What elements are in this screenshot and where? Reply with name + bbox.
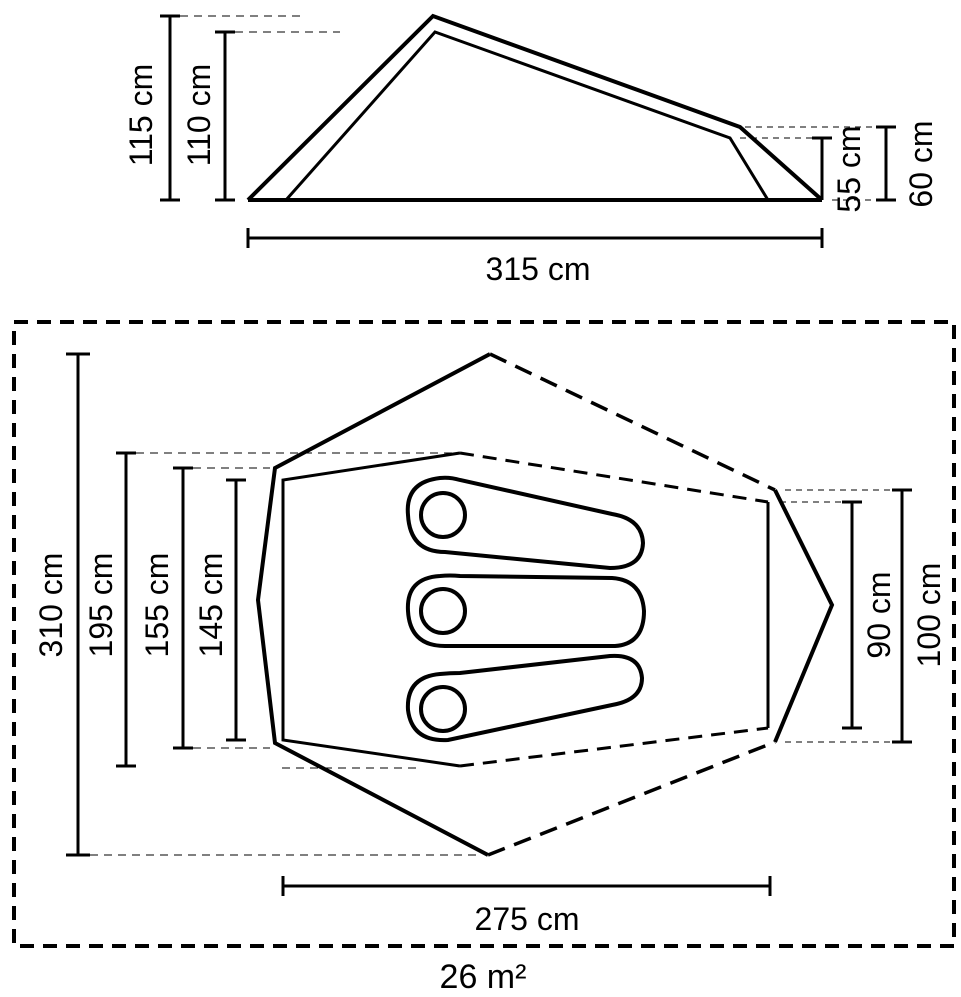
- label-60: 60 cm: [903, 120, 939, 207]
- dim-155-marker: [173, 466, 270, 750]
- label-155: 155 cm: [139, 553, 175, 658]
- label-310: 310 cm: [33, 553, 69, 658]
- label-90: 90 cm: [861, 571, 897, 658]
- dim-100-marker: [785, 488, 912, 744]
- label-275: 275 cm: [475, 901, 580, 937]
- footprint-box: [12, 320, 956, 948]
- label-115: 115 cm: [123, 64, 159, 167]
- sleeping-bag: [405, 653, 645, 743]
- label-145: 145 cm: [193, 553, 229, 658]
- label-55: 55 cm: [831, 125, 867, 212]
- dim-60-marker: [745, 125, 896, 202]
- floor-outer-dashed-top: [489, 352, 776, 492]
- floor-rear-apex: [773, 489, 835, 743]
- floor-outer-solid: [255, 352, 491, 857]
- floor-inner-dashed-top: [459, 451, 769, 504]
- dim-275-marker: [281, 876, 772, 896]
- sleeping-bag: [405, 475, 646, 571]
- dim-315-marker: [246, 228, 824, 248]
- sleeping-bag: [405, 573, 647, 648]
- dim-310-marker: [66, 352, 480, 857]
- floor-outer-dashed-bottom: [487, 740, 776, 857]
- label-110: 110 cm: [181, 64, 217, 167]
- label-315: 315 cm: [486, 251, 591, 287]
- dim-110-marker: [215, 30, 340, 202]
- dim-145-marker: [226, 478, 420, 769]
- side-view: 115 cm 110 cm 55 cm 60 cm 315 cm: [123, 13, 939, 287]
- floor-plan: 310 cm 195 cm 155 cm 145 cm 90 cm 100 cm…: [12, 320, 956, 948]
- floor-inner-solid: [281, 451, 461, 768]
- floor-inner-dashed-bottom: [459, 726, 769, 768]
- label-195: 195 cm: [83, 553, 119, 658]
- side-inner-profile: [284, 30, 770, 201]
- area-label: 26 m²: [440, 958, 527, 996]
- side-outer-profile: [246, 13, 824, 202]
- dim-115-marker: [160, 14, 300, 202]
- label-100: 100 cm: [911, 563, 947, 668]
- dim-195-marker: [116, 451, 455, 768]
- dim-90-marker: [780, 500, 862, 730]
- dim-55-marker: [740, 136, 832, 200]
